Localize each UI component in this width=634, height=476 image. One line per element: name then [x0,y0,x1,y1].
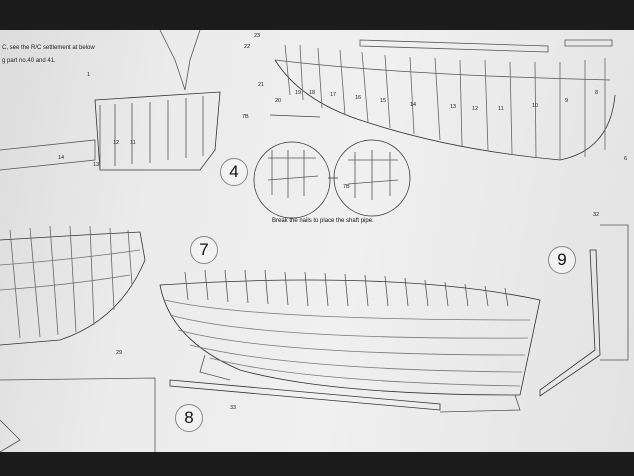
label-20: 20 [275,98,282,104]
hull-section-top-left [94,91,221,171]
note-line-1: C, see the R/C settlement at below [2,45,95,51]
label-12: 12 [113,140,120,146]
label-15: 15 [380,98,387,104]
label-9: 9 [565,98,569,104]
label-6: 6 [624,156,628,162]
label-13: 13 [93,162,100,168]
label-33: 33 [230,405,237,411]
label-23: 23 [254,33,261,39]
detail-caption: Break the nails to place the shaft pipe. [272,218,374,224]
label-1: 1 [87,72,91,78]
label-32: 32 [593,212,600,218]
label-10: 10 [532,103,539,109]
label-18: 18 [309,90,316,96]
bottom-shadow-band [0,452,634,476]
step-8-marker: 8 [175,404,203,432]
label-22: 22 [244,44,251,50]
label-21: 21 [258,82,265,88]
top-shadow-band [0,0,634,30]
step-9-marker: 9 [548,246,576,274]
label-11: 11 [130,140,136,146]
label-8: 8 [595,90,599,96]
step-7-marker: 7 [190,236,218,264]
label-19: 19 [295,90,302,96]
label-14-top: 14 [410,102,417,108]
note-line-2: g part no.40 and 41. [2,58,56,64]
label-17: 17 [330,92,337,98]
label-13-top: 13 [450,104,457,110]
label-7b-top: 7B [242,114,249,120]
label-11-top: 11 [498,106,504,112]
keel-strip [169,379,441,411]
step-4-marker: 4 [220,158,248,186]
stem-piece [539,249,601,397]
detail-circle-left [253,141,331,219]
label-12-top: 12 [472,106,479,112]
label-14: 14 [58,155,65,161]
label-16: 16 [355,95,362,101]
label-7b-detail: 7B [343,184,350,190]
hull-top-right [274,59,616,161]
label-29: 29 [116,350,123,356]
hull-main [159,279,541,396]
